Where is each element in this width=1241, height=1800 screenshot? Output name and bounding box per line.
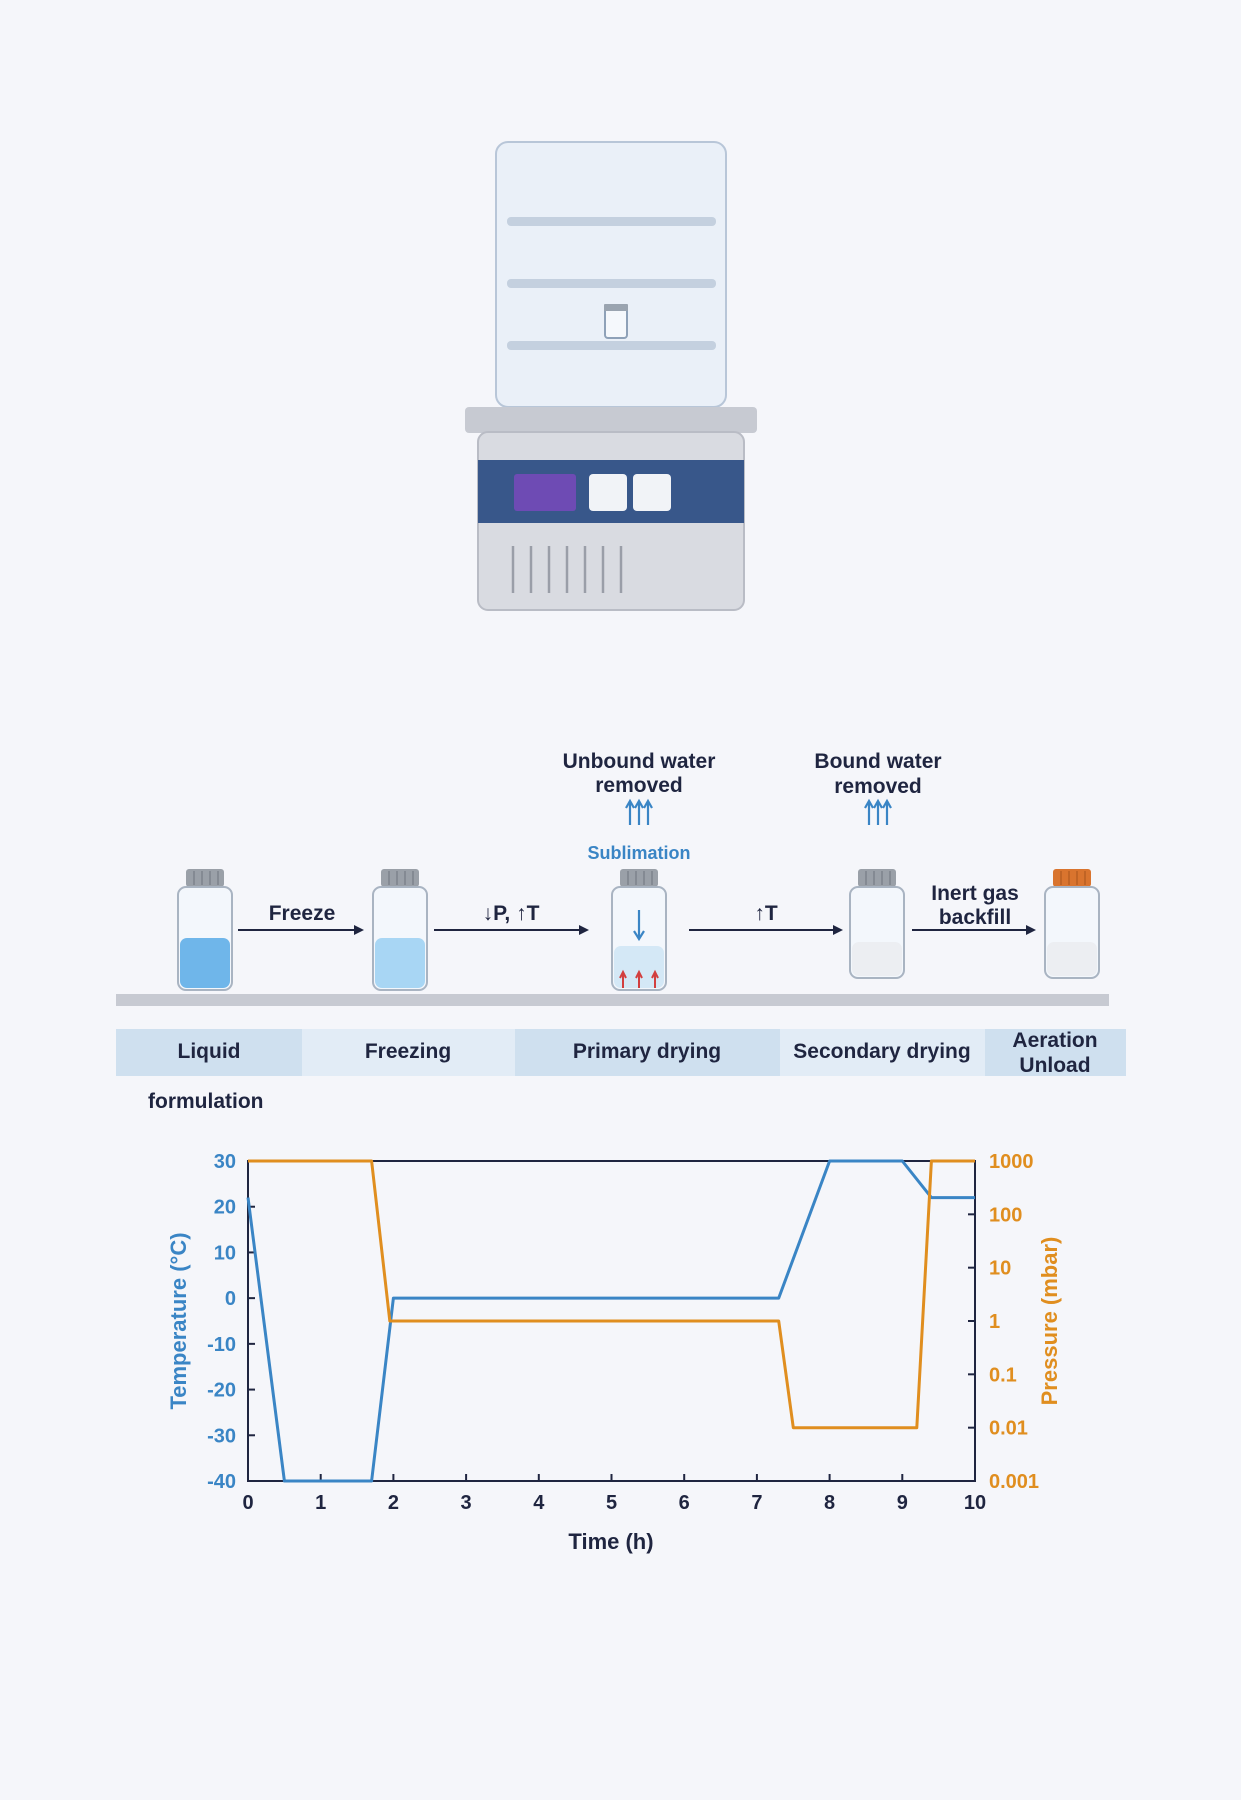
step-arrow-backfill [912,925,1036,935]
x-tick-label: 10 [964,1492,986,1514]
step-label-primary: ↓P, ↑T [483,902,540,925]
phase-label-aeration: Aeration [1012,1029,1097,1052]
x-axis: 0 1 2 3 4 5 6 7 8 9 10 [242,1474,986,1514]
x-tick-label: 1 [315,1492,326,1514]
x-axis-label: Time (h) [568,1529,653,1554]
freeze-dryer-illustration [465,141,757,611]
phase-label-liquid: Liquid [178,1040,241,1063]
x-tick-label: 4 [533,1492,545,1514]
y-left-tick-label: -10 [207,1334,236,1356]
x-tick-label: 7 [751,1492,762,1514]
x-tick-label: 8 [824,1492,835,1514]
y-right-tick-label: 1 [989,1311,1000,1333]
series-layer [246,1159,975,1483]
chamber-vial-icon [604,304,628,339]
y-left-tick-label: -30 [207,1425,236,1447]
vial-frozen-icon [372,869,428,991]
sublimation-label: Sublimation [588,843,691,863]
x-tick-label: 5 [606,1492,617,1514]
y-left-tick-label: 30 [214,1151,236,1173]
y-axis-left: 30 20 10 0 -10 -20 -30 -40 [207,1151,255,1493]
y-right-tick-label: 1000 [989,1151,1034,1173]
y-right-tick-label: 0.001 [989,1471,1039,1493]
control-button-1[interactable] [589,474,627,511]
phase-note-formulation: formulation [148,1090,264,1113]
step-arrow-primary [434,925,589,935]
display-screen[interactable] [514,474,576,511]
shelf-middle [507,279,716,288]
shelf-bottom [507,341,716,350]
pressure-series-line [248,1159,975,1430]
phase-label-secondary-drying: Secondary drying [793,1040,970,1063]
vial-sealed-icon [1044,869,1100,979]
y-left-tick-label: 10 [214,1242,236,1264]
y-left-tick-label: -20 [207,1380,236,1402]
bound-water-label-line2: removed [834,775,922,798]
vapor-up-arrows-icon [625,798,653,825]
y-right-tick-label: 10 [989,1258,1011,1280]
x-tick-label: 6 [679,1492,690,1514]
step-label-backfill-line1: Inert gas [931,882,1019,905]
phase-band [116,1029,1126,1076]
y-right-tick-label: 100 [989,1204,1022,1226]
step-arrow-freeze [238,925,364,935]
vial-secondary-drying-icon [849,869,905,979]
phase-label-unload: Unload [1019,1054,1090,1077]
unbound-water-label-line2: removed [595,774,683,797]
step-label-secondary: ↑T [754,902,778,925]
shelf-baseline [116,994,1109,1006]
step-label-freeze: Freeze [269,902,336,925]
control-button-2[interactable] [633,474,671,511]
x-tick-label: 0 [242,1492,253,1514]
y-right-tick-label: 0.01 [989,1418,1028,1440]
y-left-tick-label: -40 [207,1471,236,1493]
process-diagram: Unbound water removed Bound water remove… [116,750,1126,1113]
phase-label-freezing: Freezing [365,1040,451,1063]
step-arrow-secondary [689,925,843,935]
shelf-top [507,217,716,226]
temperature-series-line [246,1159,975,1483]
y-left-tick-label: 0 [225,1288,236,1310]
drying-chamber [495,141,727,408]
y-axis-right-label: Pressure (mbar) [1037,1237,1062,1406]
vial-primary-drying-icon [611,869,667,991]
y-axis-left-label: Temperature (°C) [166,1232,191,1409]
machine-top-plate [465,407,757,433]
x-tick-label: 3 [461,1492,472,1514]
vent-grille [511,546,623,593]
vial-liquid-icon [177,869,233,991]
y-axis-right: 1000 100 10 1 0.1 0.01 0.001 [968,1151,1039,1493]
y-right-tick-label: 0.1 [989,1364,1017,1386]
bound-water-label-line1: Bound water [814,750,941,773]
step-label-backfill-line2: backfill [939,906,1011,929]
x-tick-label: 9 [897,1492,908,1514]
y-left-tick-label: 20 [214,1197,236,1219]
unbound-water-label-line1: Unbound water [563,750,716,773]
bound-vapor-up-arrows-icon [864,798,892,825]
x-tick-label: 2 [388,1492,399,1514]
phase-label-primary-drying: Primary drying [573,1040,721,1063]
